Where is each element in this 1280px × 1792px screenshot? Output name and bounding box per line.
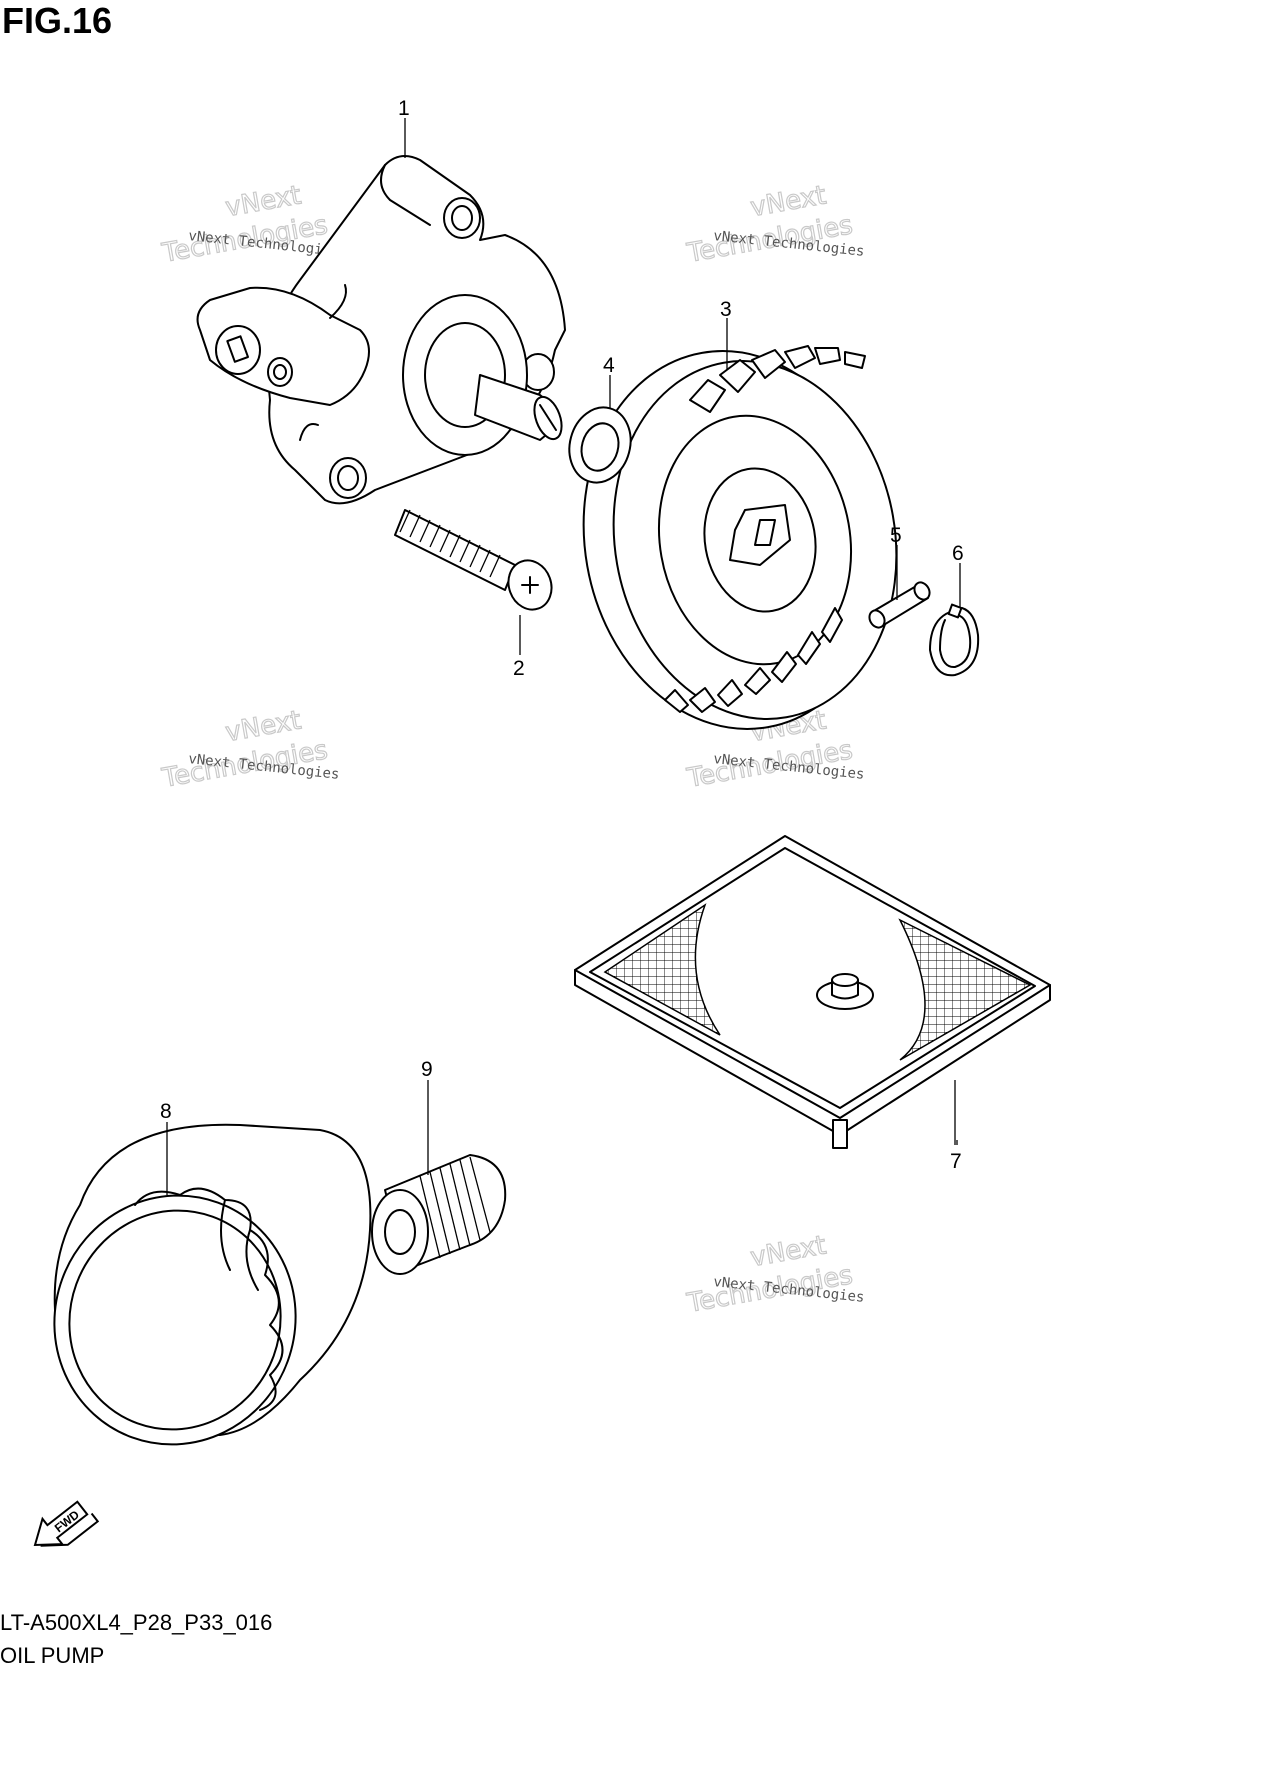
leader-lines bbox=[166, 118, 961, 1195]
part-oil-filter bbox=[53, 1123, 372, 1446]
part-union-bolt bbox=[371, 1154, 507, 1275]
callout-3: 3 bbox=[720, 298, 732, 321]
part-washer bbox=[568, 406, 632, 484]
watermark-group-2: vNext Technologies bbox=[684, 180, 856, 270]
bolt-thread bbox=[419, 1156, 491, 1259]
figure-name: OIL PUMP bbox=[0, 1643, 105, 1668]
part-oil-pump-body bbox=[196, 155, 566, 505]
part-pin bbox=[868, 581, 931, 629]
callout-2: 2 bbox=[513, 657, 525, 680]
figure-label: FIG.16 bbox=[2, 0, 113, 41]
callout-6: 6 bbox=[952, 542, 964, 565]
part-circlip bbox=[929, 603, 980, 677]
part-gear bbox=[582, 345, 898, 730]
callout-9: 9 bbox=[421, 1058, 433, 1081]
screw-thread bbox=[399, 509, 501, 578]
callout-4: 4 bbox=[603, 354, 615, 377]
callout-1: 1 bbox=[398, 97, 410, 120]
watermark-group-3: vNext Technologies bbox=[159, 705, 331, 795]
part-screw bbox=[394, 509, 553, 611]
gear-teeth-top bbox=[689, 345, 866, 413]
part-oil-strainer bbox=[574, 835, 1051, 1149]
watermark-group-6: vNext Technologies bbox=[684, 1230, 856, 1320]
fwd-arrow-icon: FWD bbox=[33, 1500, 100, 1547]
figure-code: LT-A500XL4_P28_P33_016 bbox=[0, 1610, 273, 1635]
callout-8: 8 bbox=[160, 1100, 172, 1123]
callout-5: 5 bbox=[890, 524, 902, 547]
gear-teeth-bottom bbox=[664, 607, 843, 713]
callout-7: 7 bbox=[950, 1150, 962, 1173]
